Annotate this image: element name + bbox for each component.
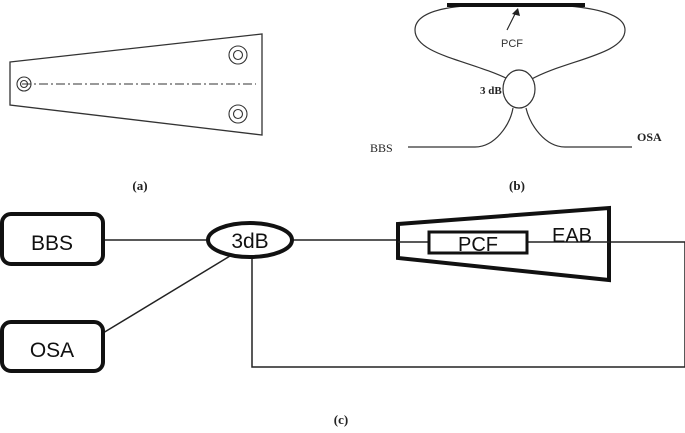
pcf-label: PCF bbox=[501, 38, 523, 50]
coupler-3db bbox=[502, 69, 536, 109]
mounting-hole-bottom-right bbox=[228, 104, 248, 124]
pcf-pointer-line bbox=[506, 11, 517, 31]
mounting-hole-top-right bbox=[228, 45, 248, 65]
bbs-block bbox=[0, 212, 105, 266]
osa-label-c: OSA bbox=[30, 339, 74, 362]
panel-b: PCF 3 dB BBS OSA (b) bbox=[370, 3, 662, 193]
bbs-label-c: BBS bbox=[31, 232, 73, 255]
return-loop-line bbox=[251, 241, 685, 368]
mounting-hole-left bbox=[16, 76, 32, 92]
eab-label: EAB bbox=[552, 225, 592, 247]
pcf-pointer-arrowhead bbox=[512, 8, 520, 16]
osa-label-b: OSA bbox=[637, 130, 662, 144]
panel-b-caption: (b) bbox=[509, 178, 525, 193]
input-fiber bbox=[408, 107, 514, 148]
panel-c: BBS OSA 3dB PCF EAB (c) bbox=[0, 205, 685, 427]
osa-to-coupler-line bbox=[102, 255, 231, 334]
coupler-3db-c bbox=[206, 221, 294, 259]
coupler-label: 3 dB bbox=[480, 85, 502, 97]
panel-c-caption: (c) bbox=[334, 412, 348, 427]
output-fiber bbox=[525, 107, 632, 148]
osa-block bbox=[0, 320, 105, 373]
panel-a: (a) bbox=[9, 33, 263, 193]
coupler-label-c: 3dB bbox=[231, 230, 268, 253]
pcf-block bbox=[427, 230, 529, 255]
panel-a-caption: (a) bbox=[132, 178, 147, 193]
bbs-label-b: BBS bbox=[370, 141, 393, 155]
pcf-label-c: PCF bbox=[458, 234, 498, 256]
tapered-beam-outline bbox=[9, 33, 263, 136]
